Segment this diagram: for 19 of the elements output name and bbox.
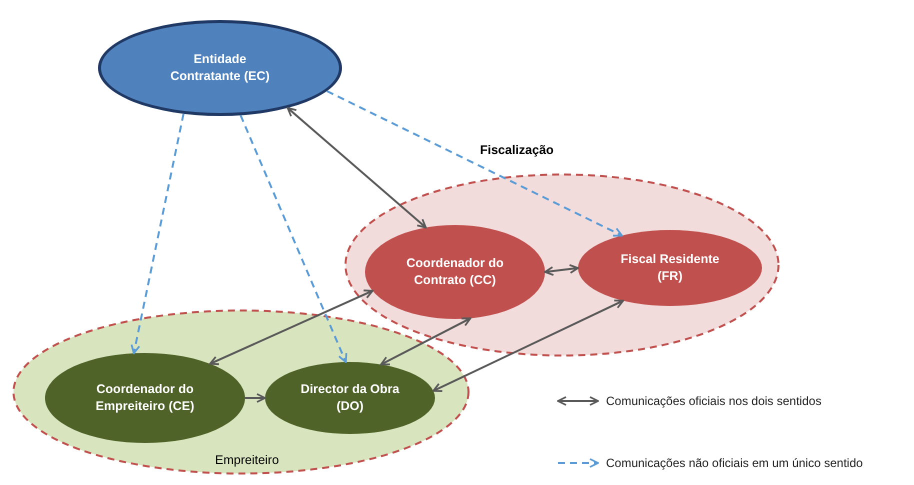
arrow xyxy=(209,290,374,366)
role-label: Fiscal Residente (FR) xyxy=(620,251,720,285)
group-area xyxy=(12,309,470,475)
dashed-arrow xyxy=(326,90,623,237)
legend-label: Comunicações oficiais nos dois sentidos xyxy=(606,394,822,408)
legend-label: Comunicações não oficiais em um único sentido xyxy=(606,456,863,470)
dashed-arrow xyxy=(240,114,348,363)
dashed-arrow xyxy=(130,114,184,354)
arrow xyxy=(286,107,427,228)
role-label: Entidade Contratante (EC) xyxy=(169,51,271,85)
arrow xyxy=(380,317,472,366)
arrow xyxy=(432,300,624,392)
role-label: Director da Obra (DO) xyxy=(300,381,400,415)
role-label: Coordenador do Empreiteiro (CE) xyxy=(94,381,196,415)
group-label: Empreiteiro xyxy=(215,453,279,467)
arrow xyxy=(245,393,266,403)
group-label: Fiscalização xyxy=(480,143,554,157)
role-label: Coordenador do Contrato (CC) xyxy=(405,255,505,289)
arrow xyxy=(544,264,579,276)
